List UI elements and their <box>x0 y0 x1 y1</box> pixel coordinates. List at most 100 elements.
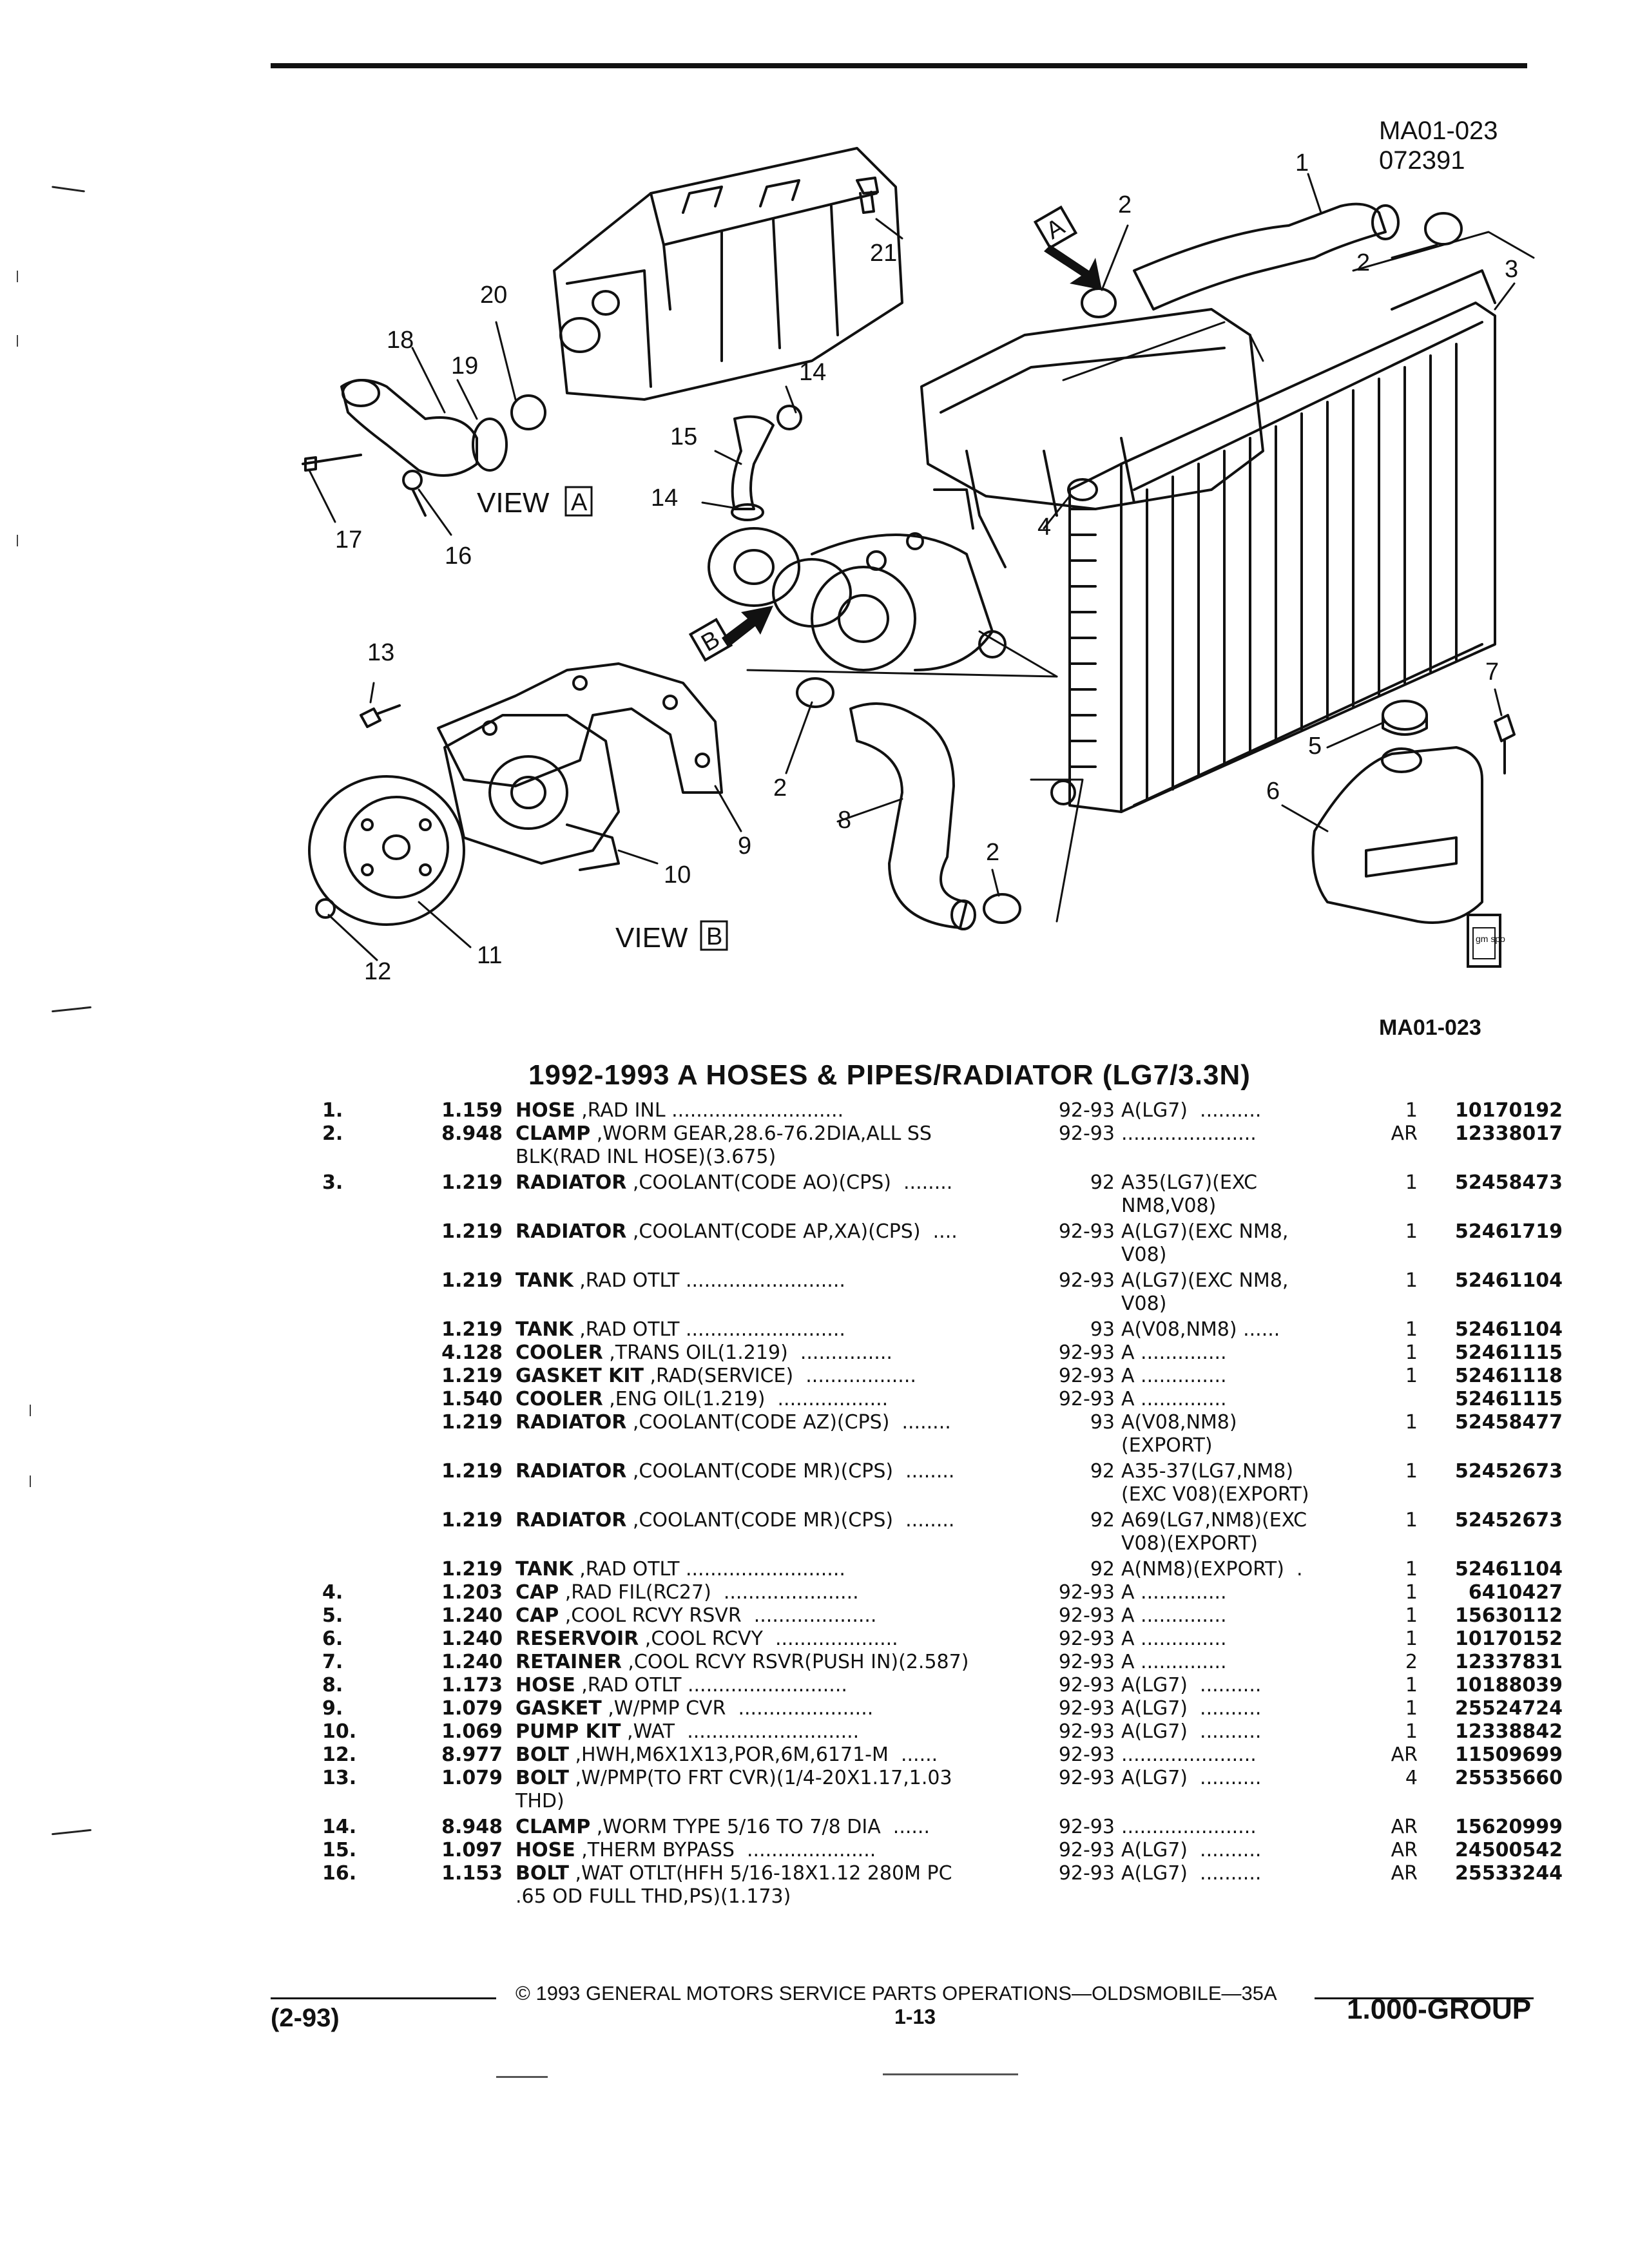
part-name: RADIATOR <box>516 1509 627 1532</box>
part-name: RESERVOIR <box>516 1628 639 1650</box>
part-description: RETAINER ,COOL RCVY RSVR(PUSH IN)(2.587) <box>516 1651 1282 1674</box>
quantity: 1 <box>1405 1318 1418 1341</box>
group-number: 1.203 <box>441 1581 503 1604</box>
part-number: 12338842 <box>1455 1720 1563 1743</box>
quantity: 1 <box>1405 1341 1418 1364</box>
hose-clamp <box>796 212 1463 924</box>
model-years: 92-93 <box>1058 1581 1115 1604</box>
part-detail: ,RAD(SERVICE) .................. <box>643 1365 916 1387</box>
bolt-17 <box>302 454 362 472</box>
group-number: 1.240 <box>441 1651 503 1673</box>
group-number: 1.097 <box>441 1839 503 1861</box>
margin-mark <box>17 271 18 282</box>
part-name: COOLER <box>516 1388 603 1410</box>
margin-mark <box>17 335 18 347</box>
part-name: CAP <box>516 1581 559 1604</box>
part-number: 15630112 <box>1455 1604 1563 1627</box>
part-description: CLAMP ,WORM GEAR,28.6-76.2DIA,ALL SS BLK… <box>516 1122 1282 1169</box>
engine-block <box>708 308 1264 671</box>
part-description: HOSE ,THERM BYPASS ..................... <box>516 1839 1282 1862</box>
group-number: 1.173 <box>441 1674 503 1696</box>
callout-number: 1 <box>1295 149 1309 177</box>
part-detail: ,COOLANT(CODE MR)(CPS) ........ <box>626 1460 955 1483</box>
footer-page-number: 1-13 <box>894 2005 936 2028</box>
usage: ...................... <box>1121 1122 1257 1145</box>
part-number: 25533244 <box>1455 1862 1563 1885</box>
group-number: 1.240 <box>441 1604 503 1627</box>
quantity: 1 <box>1405 1365 1418 1387</box>
item-ref: 10. <box>322 1720 357 1743</box>
bolt-13 <box>360 704 401 728</box>
part-name: COOLER <box>516 1341 603 1364</box>
part-name: BOLT <box>516 1744 569 1766</box>
part-description: CAP ,COOL RCVY RSVR .................... <box>516 1604 1282 1628</box>
usage: A(V08,NM8) (EXPORT) <box>1121 1411 1237 1457</box>
usage: A .............. <box>1121 1388 1227 1410</box>
bottom-scan-mark <box>883 2073 1018 2075</box>
part-detail: ,COOLANT(CODE MR)(CPS) ........ <box>626 1509 955 1532</box>
group-number: 1.219 <box>441 1269 503 1292</box>
part-description: GASKET ,W/PMP CVR ...................... <box>516 1697 1282 1720</box>
part-description: RESERVOIR ,COOL RCVY ...................… <box>516 1628 1282 1651</box>
part-description: TANK ,RAD OTLT .........................… <box>516 1269 1282 1293</box>
item-ref: 6. <box>322 1628 343 1650</box>
part-detail: ,HWH,M6X1X13,POR,6M,6171-M ...... <box>568 1744 938 1766</box>
model-years: 92-93 <box>1058 1099 1115 1122</box>
quantity: 1 <box>1405 1171 1418 1194</box>
part-number: 24500542 <box>1455 1839 1563 1861</box>
margin-mark <box>30 1475 31 1487</box>
part-description: CAP ,RAD FIL(RC27) .....................… <box>516 1581 1282 1604</box>
bottom-scan-mark <box>496 2076 548 2078</box>
exploded-parts-diagram: A B VIEW A VIEW B gm spo 122321201819141… <box>302 147 1535 985</box>
part-name: RADIATOR <box>516 1171 627 1194</box>
part-name: HOSE <box>516 1674 575 1696</box>
quantity: 1 <box>1405 1697 1418 1720</box>
group-number: 1.219 <box>441 1318 503 1341</box>
usage: A .............. <box>1121 1651 1227 1673</box>
part-description: RADIATOR ,COOLANT(CODE MR)(CPS) ........ <box>516 1460 1282 1483</box>
model-years: 92-93 <box>1058 1674 1115 1696</box>
usage: ...................... <box>1121 1816 1257 1838</box>
usage: A(NM8)(EXPORT) . <box>1121 1558 1303 1581</box>
model-years: 92-93 <box>1058 1220 1115 1243</box>
part-detail: ,WAT ............................ <box>621 1720 860 1743</box>
quantity: 4 <box>1405 1767 1418 1789</box>
usage: A(V08,NM8) ...... <box>1121 1318 1280 1341</box>
part-detail: ,COOLANT(CODE AO)(CPS) ........ <box>626 1171 953 1194</box>
group-number: 1.219 <box>441 1171 503 1194</box>
part-detail: ,TRANS OIL(1.219) ............... <box>602 1341 892 1364</box>
part-number: 10170192 <box>1455 1099 1563 1122</box>
quantity: 1 <box>1405 1220 1418 1243</box>
group-number: 1.079 <box>441 1697 503 1720</box>
callout-number: 4 <box>1037 514 1051 541</box>
model-years: 92-93 <box>1058 1628 1115 1650</box>
part-description: BOLT ,WAT OTLT(HFH 5/16-18X1.12 280M PC … <box>516 1862 1282 1908</box>
part-description: RADIATOR ,COOLANT(CODE AP,XA)(CPS) .... <box>516 1220 1282 1244</box>
model-years: 93 <box>1090 1318 1115 1341</box>
group-number: 1.540 <box>441 1388 503 1410</box>
part-name: PUMP KIT <box>516 1720 621 1743</box>
view-a-label: VIEW A <box>477 486 593 519</box>
callout-number: 7 <box>1485 658 1499 686</box>
part-name: GASKET KIT <box>516 1365 644 1387</box>
part-name: RADIATOR <box>516 1460 627 1483</box>
group-number: 8.948 <box>441 1122 503 1145</box>
model-years: 92 <box>1090 1509 1115 1532</box>
quantity: AR <box>1391 1839 1418 1861</box>
quantity: 1 <box>1405 1674 1418 1696</box>
part-name: RADIATOR <box>516 1220 627 1243</box>
water-pump-pulley <box>308 775 465 926</box>
quantity: 1 <box>1405 1604 1418 1627</box>
usage: A(LG7) .......... <box>1121 1767 1262 1789</box>
part-detail: ,COOL RCVY .................... <box>639 1628 898 1650</box>
part-number: 52461115 <box>1455 1341 1563 1364</box>
usage: A(LG7) .......... <box>1121 1099 1262 1122</box>
callout-number: 14 <box>651 485 678 512</box>
